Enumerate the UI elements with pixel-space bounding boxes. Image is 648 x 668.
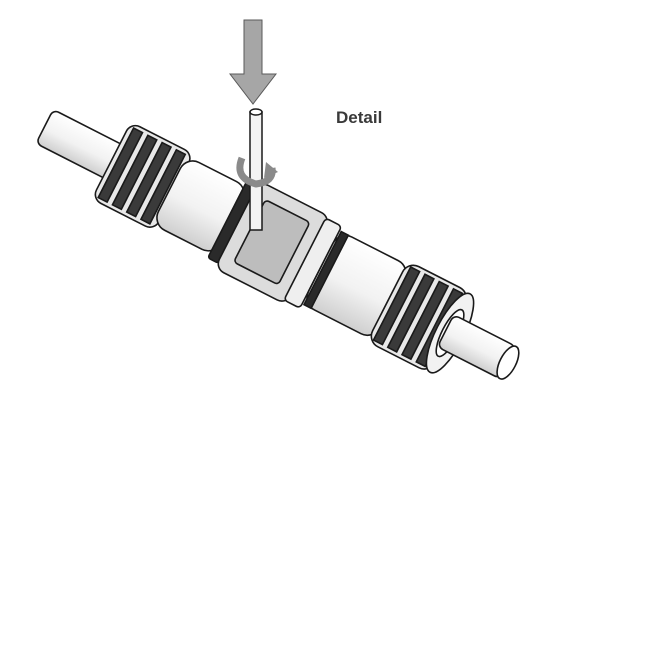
detail-label: Detail bbox=[336, 108, 383, 127]
rotate-icon bbox=[236, 156, 276, 188]
unlock-tool-top bbox=[236, 108, 278, 231]
arrow-down-icon bbox=[228, 19, 278, 105]
connector-assembly-top bbox=[37, 110, 520, 380]
